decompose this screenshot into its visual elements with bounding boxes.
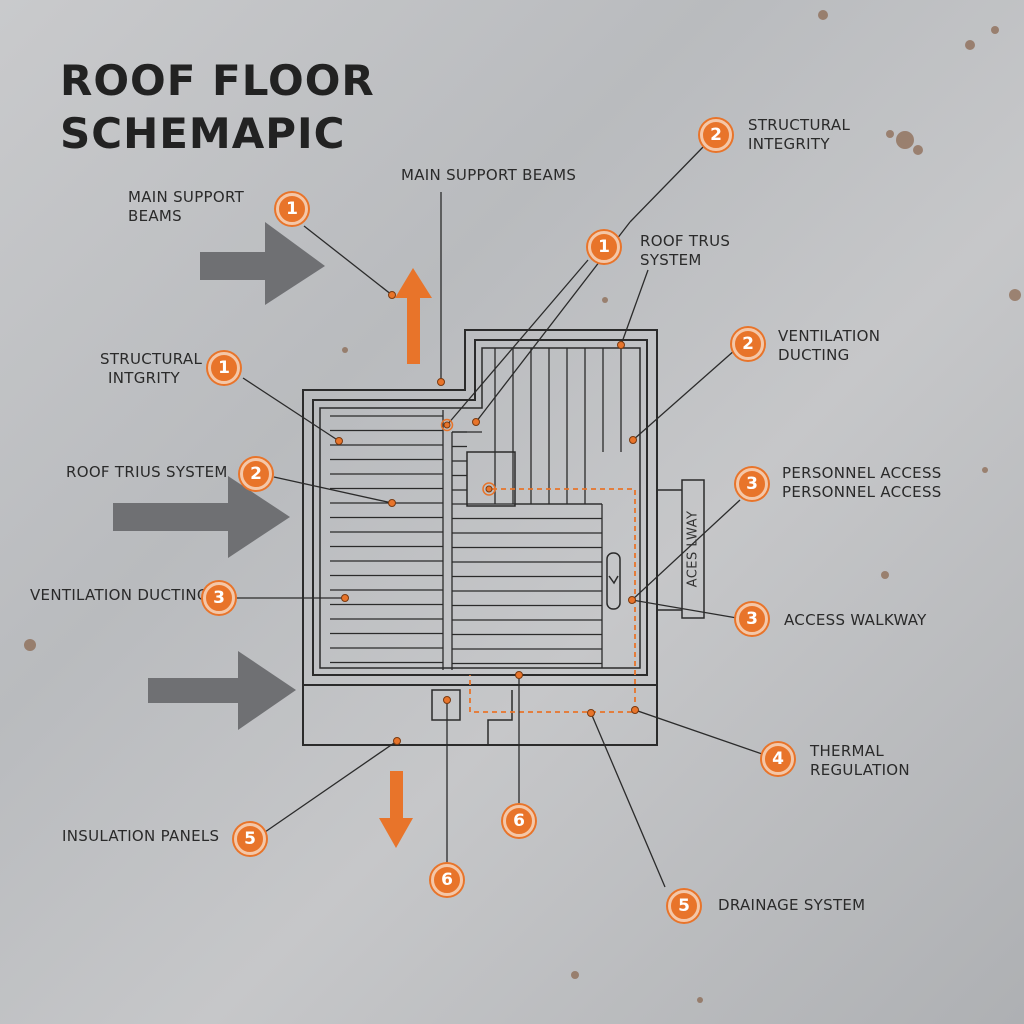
- callout-label-line: MAIN SUPPORT: [128, 188, 245, 206]
- inner-wall: [312, 339, 648, 676]
- number-badge: 1: [208, 352, 240, 384]
- number-badge: 4: [762, 743, 794, 775]
- outer-wall: [302, 329, 658, 686]
- number-badge: 5: [234, 823, 266, 855]
- callout-label: STRUCTURAL INTGRITY: [100, 350, 202, 388]
- orange-arrow-up: [395, 268, 432, 364]
- callout-label-line: THERMAL: [810, 742, 885, 760]
- callout-label-line: VENTILATION: [778, 327, 881, 345]
- callout-label-line: STRUCTURAL: [748, 116, 851, 134]
- joist-hatching: [330, 348, 622, 670]
- secondary-wall: [319, 347, 641, 669]
- gray-arrow-right-1: [200, 222, 325, 305]
- lower-annex: [302, 684, 658, 746]
- callout-label-line: INTGRITY: [108, 369, 181, 387]
- access-walkway-label: ACES LWAY: [683, 481, 703, 617]
- hatch-chevron: [608, 575, 619, 585]
- callout-label: MAIN SUPPORT BEAMS: [128, 188, 244, 226]
- gray-arrow-right-3: [148, 651, 296, 730]
- callout-label-line: REGULATION: [810, 761, 910, 779]
- callout-label: VENTILATION DUCTING: [30, 586, 209, 605]
- access-box: [466, 451, 516, 507]
- page-title-line-2: SCHEMAPIC: [60, 109, 346, 158]
- callout-label: VENTILATION DUCTING: [778, 327, 880, 365]
- callout-label-line: DUCTING: [778, 346, 850, 364]
- walkway-frame: [681, 479, 705, 619]
- access-walkway-label-text: ACES LWAY: [685, 510, 701, 588]
- drain-box: [431, 689, 461, 721]
- callout-label-line: VENTILATION DUCTING: [30, 586, 209, 604]
- callout-label: ACCESS WALKWAY: [784, 611, 927, 630]
- orange-arrows: [379, 268, 432, 848]
- callout-label-line: ROOF TRUS: [640, 232, 731, 250]
- callout-label: DRAINAGE SYSTEM: [718, 896, 865, 915]
- anchor-dots: [335, 291, 639, 745]
- callout-label: MAIN SUPPORT BEAMS: [401, 166, 576, 185]
- number-badge: 3: [736, 468, 768, 500]
- callout-label-line: INSULATION PANELS: [62, 827, 220, 845]
- hatch-slot: [606, 552, 621, 610]
- number-badge: 1: [276, 193, 308, 225]
- callout-label-line: DRAINAGE SYSTEM: [718, 896, 866, 914]
- callout-label: STRUCTURAL INTEGRITY: [748, 116, 850, 154]
- callout-label: INSULATION PANELS: [62, 827, 219, 846]
- callout-label-line: PERSONNEL ACCESS: [782, 464, 942, 482]
- callout-label-line: PERSONNEL ACCESS: [782, 483, 942, 501]
- duct-dashed-route: [469, 488, 636, 713]
- number-badge: 6: [431, 864, 463, 896]
- leader-lines: [236, 144, 766, 888]
- number-badge: 3: [736, 603, 768, 635]
- orange-arrow-down: [379, 771, 413, 848]
- gray-arrow-right-2: [113, 476, 290, 558]
- number-badge: 2: [700, 119, 732, 151]
- callout-label: PERSONNEL ACCESS PERSONNEL ACCESS: [782, 464, 942, 502]
- number-badge: 2: [240, 458, 272, 490]
- callout-label-line: INTEGRITY: [748, 135, 830, 153]
- gray-arrows: [113, 222, 325, 730]
- page-title-line-1: ROOF FLOOR: [60, 56, 375, 105]
- callout-label-line: BEAMS: [128, 207, 182, 225]
- callout-label-line: SYSTEM: [640, 251, 702, 269]
- callout-label: ROOF TRUS SYSTEM: [640, 232, 730, 270]
- callout-label: ROOF TRIUS SYSTEM: [66, 463, 228, 482]
- drain-step: [487, 690, 513, 745]
- number-badge: 5: [668, 890, 700, 922]
- callout-label-line: ROOF TRIUS SYSTEM: [66, 463, 228, 481]
- rust-stains: [24, 10, 1021, 1003]
- callout-label-line: MAIN SUPPORT BEAMS: [401, 166, 577, 184]
- floor-plan: [302, 329, 705, 746]
- number-badge: 3: [203, 582, 235, 614]
- callout-label-line: STRUCTURAL: [100, 350, 203, 368]
- callout-label-line: ACCESS WALKWAY: [784, 611, 927, 629]
- callout-label: THERMAL REGULATION: [810, 742, 910, 780]
- number-badge: 2: [732, 328, 764, 360]
- number-badge: 1: [588, 231, 620, 263]
- number-badge: 6: [503, 805, 535, 837]
